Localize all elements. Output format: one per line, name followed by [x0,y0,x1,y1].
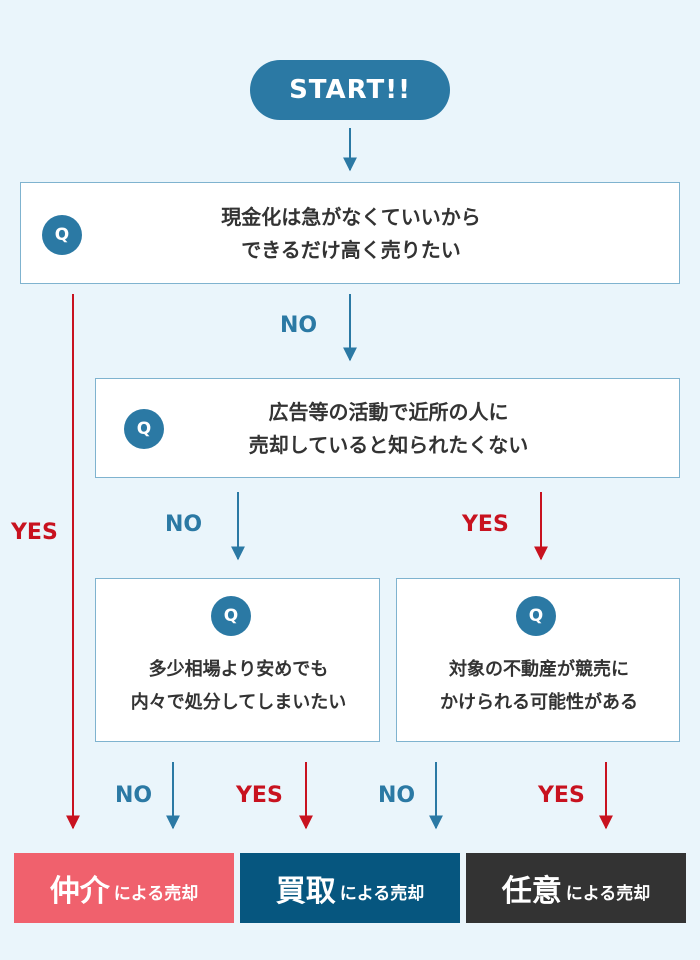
question-2-line-2: 売却していると知られたくない [248,433,529,457]
label-no-q3: NO [115,783,153,808]
label-no-q1: NO [280,313,318,338]
result-chukai-main: 仲介 [49,874,110,909]
result-chukai-suffix: による売却 [113,883,199,904]
label-yes-q3: YES [236,783,283,808]
result-chukai: 仲介 による売却 [14,853,234,923]
question-4-text: 対象の不動産が競売に かけられる可能性がある [397,653,681,719]
label-yes-q1: YES [11,520,58,545]
question-3-line-2: 内々で処分してしまいたい [130,692,347,713]
result-kaitori: 買取 による売却 [240,853,460,923]
start-node: START!! [250,60,450,120]
label-yes-q2: YES [462,512,509,537]
question-1-text: 現金化は急がなくていいから できるだけ高く売りたい [21,201,681,267]
question-2-line-1: 広告等の活動で近所の人に [268,400,509,424]
question-1-line-1: 現金化は急がなくていいから [221,205,481,229]
question-4-line-2: かけられる可能性がある [440,692,638,713]
question-4-line-1: 対象の不動産が競売に [449,659,629,680]
result-kaitori-main: 買取 [275,874,336,909]
question-icon: Q [211,596,251,636]
question-3-line-1: 多少相場より安めでも [148,659,329,680]
question-icon: Q [42,215,82,255]
question-icon: Q [124,409,164,449]
result-kaitori-suffix: による売却 [339,883,425,904]
question-box-2: Q 広告等の活動で近所の人に 売却していると知られたくない [95,378,680,478]
question-3-text: 多少相場より安めでも 内々で処分してしまいたい [96,653,381,719]
question-2-text: 広告等の活動で近所の人に 売却していると知られたくない [96,396,681,462]
result-nini-main: 任意 [501,874,562,909]
question-1-line-2: できるだけ高く売りたい [241,238,461,262]
question-box-3: Q 多少相場より安めでも 内々で処分してしまいたい [95,578,380,742]
question-box-4: Q 対象の不動産が競売に かけられる可能性がある [396,578,680,742]
result-nini-suffix: による売却 [565,883,651,904]
label-yes-q4: YES [538,783,585,808]
question-box-1: Q 現金化は急がなくていいから できるだけ高く売りたい [20,182,680,284]
question-icon: Q [516,596,556,636]
result-nini: 任意 による売却 [466,853,686,923]
label-no-q4: NO [378,783,416,808]
label-no-q2: NO [165,512,203,537]
